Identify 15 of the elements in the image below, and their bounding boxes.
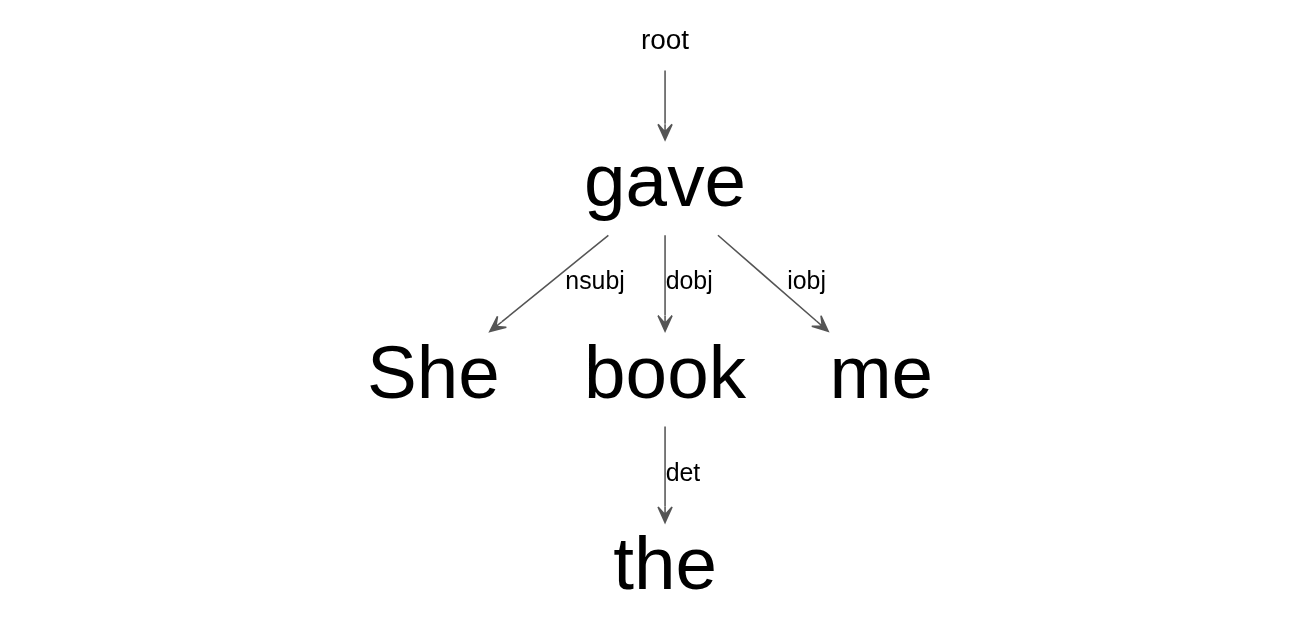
arrow — [657, 234, 673, 332]
node-text: gave — [584, 138, 746, 223]
arrow — [657, 69, 673, 141]
edge-label: det — [665, 457, 701, 486]
arrow — [489, 234, 610, 333]
node-text: the — [613, 520, 717, 605]
edge-label: nsubj — [565, 266, 625, 295]
node-text: me — [829, 329, 934, 414]
arrow — [657, 425, 673, 524]
node-text: book — [584, 329, 746, 414]
arrow — [717, 234, 829, 332]
node-text: root — [640, 24, 690, 56]
edge-label: dobj — [665, 266, 713, 295]
node-text: She — [366, 329, 500, 414]
edge-label: iobj — [787, 266, 826, 295]
